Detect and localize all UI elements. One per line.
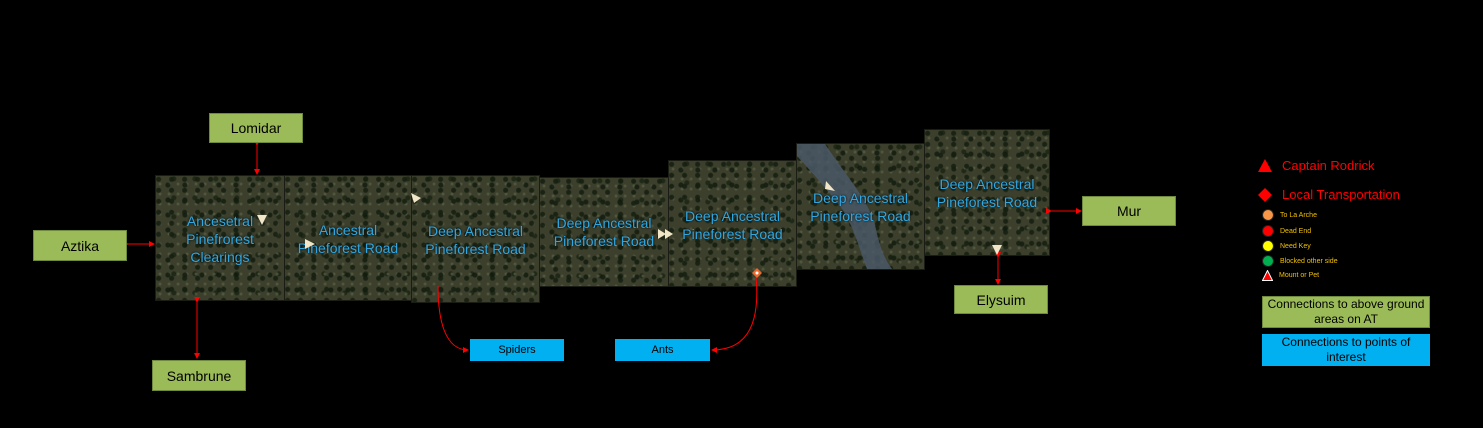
captain-marker-icon <box>665 229 673 239</box>
legend-captain: Captain Rodrick <box>1258 158 1375 173</box>
captain-marker-icon <box>658 229 666 239</box>
poi-ants[interactable]: Ants <box>615 339 710 361</box>
river-shape <box>797 144 892 269</box>
transport-marker-icon <box>752 268 762 278</box>
red-dot-icon <box>1262 225 1274 237</box>
above-ground-lomidar[interactable]: Lomidar <box>209 113 303 143</box>
tile-label: Deep Ancestral Pineforest Road <box>682 208 783 242</box>
legend-to-la-arche: To La Arche <box>1262 209 1317 221</box>
red-triangle-icon <box>1258 159 1272 172</box>
green-dot-icon <box>1262 255 1274 267</box>
legend-above-ground-box: Connections to above ground areas on AT <box>1262 296 1430 328</box>
map-tile-ancestral-road: Ancestral Pineforest Road <box>284 175 412 301</box>
captain-marker-icon <box>825 181 835 191</box>
map-tile-deep-road-4: Deep Ancestral Pineforest Road <box>796 143 925 270</box>
above-ground-aztika[interactable]: Aztika <box>33 230 127 261</box>
captain-marker-icon <box>305 239 315 249</box>
tile-label: Ancestral Pineforest Road <box>297 222 399 256</box>
yellow-dot-icon <box>1262 240 1274 252</box>
mount-triangle-icon <box>1262 270 1273 281</box>
map-tile-deep-road-2: Deep Ancestral Pineforest Road <box>539 177 669 287</box>
tile-label: Deep Ancestral Pineforest Road <box>810 190 911 224</box>
legend-mount: Mount or Pet <box>1262 270 1319 281</box>
tile-label: Deep Ancestral Pineforest Road <box>553 215 655 249</box>
legend-blocked: Blocked other side <box>1262 255 1338 267</box>
map-tile-deep-road-3: Deep Ancestral Pineforest Road <box>668 160 797 287</box>
tile-label: Deep Ancestral Pineforest Road <box>425 223 526 257</box>
captain-marker-icon <box>992 245 1002 255</box>
map-tile-clearings: Ancesetral Pinefrorest Clearings <box>155 175 285 301</box>
captain-marker-icon <box>411 193 421 203</box>
above-ground-sambrune[interactable]: Sambrune <box>152 360 246 391</box>
map-tile-deep-road-5: Deep Ancestral Pineforest Road <box>924 129 1050 256</box>
legend-dead-end: Dead End <box>1262 225 1311 237</box>
map-tile-deep-road-1: Deep Ancestral Pineforest Road <box>411 175 540 303</box>
captain-marker-icon <box>257 215 267 225</box>
tile-label: Deep Ancestral Pineforest Road <box>936 176 1038 210</box>
orange-dot-icon <box>1262 209 1274 221</box>
poi-spiders[interactable]: Spiders <box>470 339 564 361</box>
red-diamond-icon <box>1258 187 1272 202</box>
legend-poi-box: Connections to points of interest <box>1262 334 1430 366</box>
above-ground-mur[interactable]: Mur <box>1082 196 1176 226</box>
above-ground-elysuim[interactable]: Elysuim <box>954 285 1048 314</box>
legend-transport: Local Transportation <box>1258 187 1400 202</box>
legend-need-key: Need Key <box>1262 240 1311 252</box>
tile-label: Ancesetral Pinefrorest Clearings <box>186 213 254 265</box>
